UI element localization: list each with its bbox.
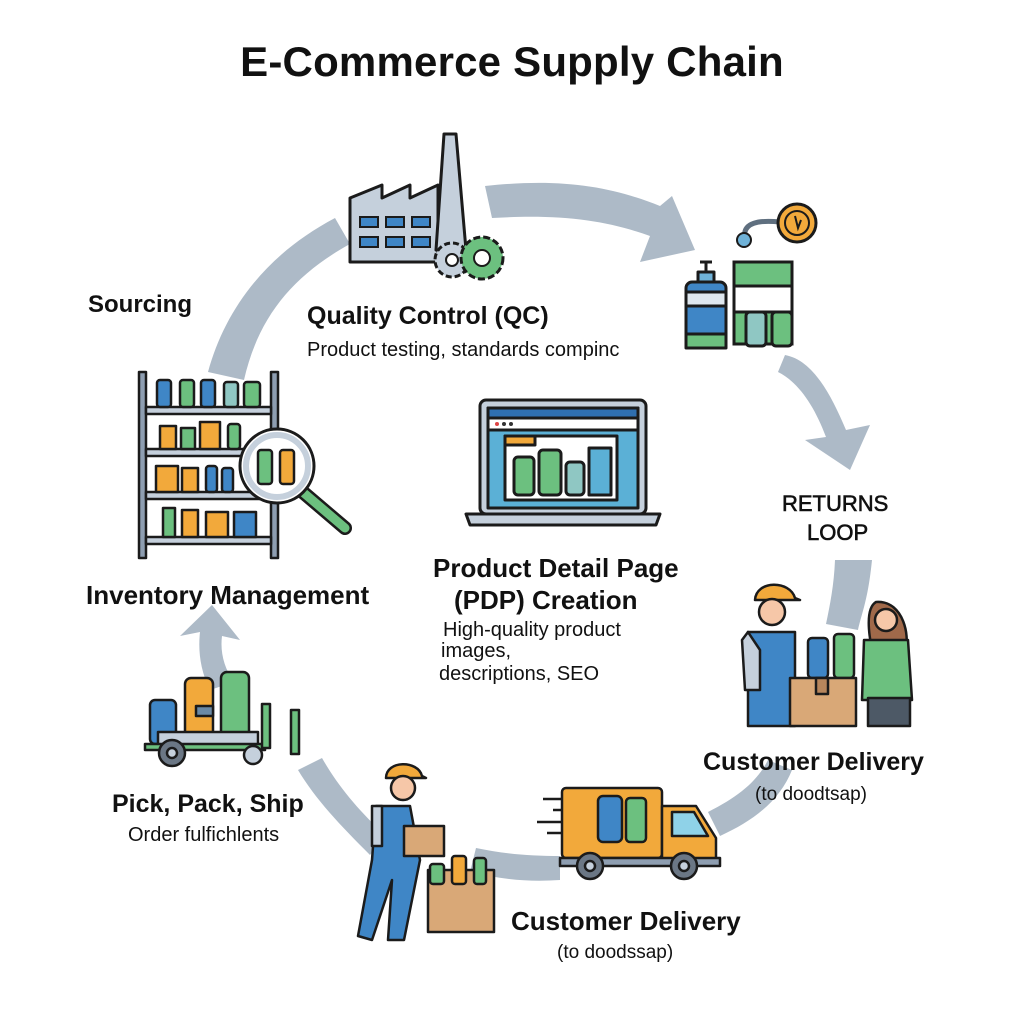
arrow-delivery-to-truck (708, 760, 792, 836)
delivery-right-title: Customer Delivery (703, 748, 924, 776)
delivery-bottom-subtitle: (to doodssap) (557, 942, 674, 963)
arrow-factory-to-qc (485, 182, 695, 262)
pick-pack-ship-title: Pick, Pack, Ship (112, 790, 304, 818)
returns-loop-line1: RETURNS (782, 491, 889, 517)
label-sourcing: Sourcing (88, 291, 193, 318)
pdp-title-line1: Product Detail Page (433, 553, 679, 583)
arrow-truck-to-worker (470, 848, 560, 881)
arrow-returns-to-delivery (826, 560, 872, 630)
returns-loop-line2: LOOP (807, 520, 869, 546)
arrow-pick-to-inventory (180, 605, 240, 690)
pdp-desc-line1: High-quality product (443, 619, 621, 641)
diagram-title: E-Commerce Supply Chain (240, 38, 784, 85)
pdp-desc-line3: descriptions, SEO (439, 663, 600, 685)
arrow-qc-to-returns (778, 355, 870, 470)
arrow-sourcing-to-factory (208, 218, 350, 380)
inventory-title: Inventory Management (86, 580, 370, 610)
delivery-right-subtitle: (to doodtsap) (755, 784, 867, 805)
qc-title: Quality Control (QC) (307, 302, 549, 330)
pdp-desc-line2: images, (441, 640, 512, 662)
arrow-worker-to-pick (298, 758, 386, 855)
qc-subtitle: Product testing, standards compinc (307, 339, 620, 361)
delivery-bottom-title: Customer Delivery (511, 906, 741, 936)
pick-pack-ship-subtitle: Order fulfichlents (128, 824, 280, 846)
pdp-title-line2: (PDP) Creation (454, 585, 638, 615)
